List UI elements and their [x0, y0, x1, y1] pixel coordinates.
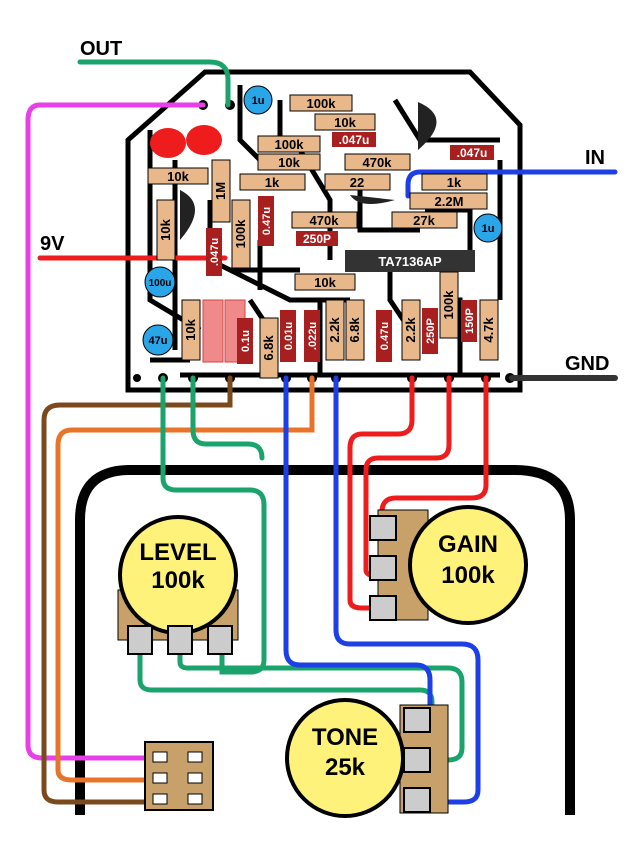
r-100k-top: 100k — [307, 96, 337, 111]
ic-chip — [345, 250, 475, 272]
r-6-8k-b: 6.8k — [347, 317, 362, 343]
tone-pot-name: TONE — [312, 724, 378, 751]
wire-brown — [41, 375, 233, 805]
r-27k: 27k — [413, 213, 435, 228]
transistor-mid — [350, 195, 395, 204]
c-100u: 100u — [149, 278, 172, 289]
r-470k-top: 470k — [363, 155, 393, 170]
transistor-top — [418, 102, 437, 150]
wire-green-tone-a — [137, 649, 435, 723]
wires — [25, 59, 618, 805]
electrolytic-caps: 1u 1u 100u 47u — [142, 85, 503, 356]
transistor-left — [180, 190, 195, 240]
r-22: 22 — [350, 175, 364, 190]
r-100k-vert: 100k — [233, 219, 248, 249]
wire-out — [77, 59, 231, 108]
c-022u: .022u — [307, 322, 319, 350]
c-01u: 0.1u — [240, 330, 252, 352]
c-150p: 150P — [464, 308, 476, 334]
wire-red-gain-a — [347, 375, 415, 611]
r-2-2k-a: 2.2k — [327, 317, 342, 343]
r-10k-bottom: 10k — [183, 318, 198, 340]
wire-green-level-b — [190, 375, 265, 461]
r-1k-right: 1k — [447, 175, 462, 190]
gain-pot-knob[interactable] — [408, 505, 528, 625]
c-047u-low: 0.47u — [379, 322, 391, 350]
c-001u: 0.01u — [283, 322, 295, 350]
wire-red-gain-b — [363, 375, 452, 579]
gain-pot-value: 100k — [441, 562, 495, 589]
c-250p-mid: 250P — [303, 232, 331, 246]
horizontal-caps: .047u .047u 250P — [296, 132, 494, 246]
c-047-top: .047u — [339, 133, 370, 147]
gain-pot-lugs — [369, 515, 397, 621]
r-10k-left: 10k — [167, 169, 189, 184]
label-gnd: GND — [565, 353, 609, 375]
r-1k-mid: 1k — [265, 175, 280, 190]
c-47u: 47u — [149, 335, 168, 347]
wire-power-magenta — [25, 102, 206, 761]
r-1m: 1M — [213, 182, 228, 200]
vertical-components: 1M 10k 100k .047u 0.47u 10k 0.1u 6.8k 0.… — [156, 159, 499, 379]
r-100k-low: 100k — [441, 290, 456, 320]
tone-pot-value: 25k — [325, 754, 366, 781]
c-1u-top: 1u — [252, 95, 265, 107]
r-2-2k-b: 2.2k — [403, 317, 418, 343]
wire-in — [405, 169, 618, 199]
c-047-vert-left: .047u — [209, 238, 221, 266]
r-100k-2: 100k — [275, 137, 305, 152]
tone-pot-lugs — [403, 707, 431, 813]
dc-jack-lugs — [152, 751, 203, 805]
gain-pot-name: GAIN — [438, 531, 498, 558]
r-10k-top: 10k — [334, 115, 356, 130]
r-10k-vert: 10k — [158, 218, 173, 240]
label-out: OUT — [80, 38, 122, 60]
horizontal-resistors: 100k 10k 100k 10k 470k 10k 1k 22 1k 2.2M… — [147, 94, 488, 291]
level-pot-name: LEVEL — [139, 539, 216, 566]
label-9v: 9V — [40, 233, 65, 255]
c-1u-right: 1u — [482, 223, 495, 235]
ic-label: TA7136AP — [378, 254, 442, 269]
r-2-2m: 2.2M — [435, 194, 464, 209]
r-10k-2: 10k — [278, 155, 300, 170]
level-pot-lugs — [127, 625, 233, 655]
led-right — [186, 125, 222, 155]
r-4-7k: 4.7k — [481, 317, 496, 343]
wire-blue-tone-a — [283, 375, 433, 723]
c-250p-low: 250P — [425, 318, 437, 344]
enclosure-outline — [75, 465, 575, 815]
r-6-8k-a: 6.8k — [261, 335, 276, 361]
wire-orange — [55, 375, 315, 783]
wire-red-gain-c — [379, 375, 489, 531]
wire-green-tone-b — [177, 649, 465, 763]
label-in: IN — [585, 147, 605, 169]
c-047u-vert: 0.47u — [261, 207, 273, 235]
wire-blue-tone-b — [333, 375, 481, 805]
c-047-right: .047u — [457, 146, 488, 160]
r-10k-low: 10k — [314, 275, 336, 290]
r-470k-mid: 470k — [310, 213, 340, 228]
led-left — [150, 128, 186, 158]
level-pot-value: 100k — [151, 567, 205, 594]
